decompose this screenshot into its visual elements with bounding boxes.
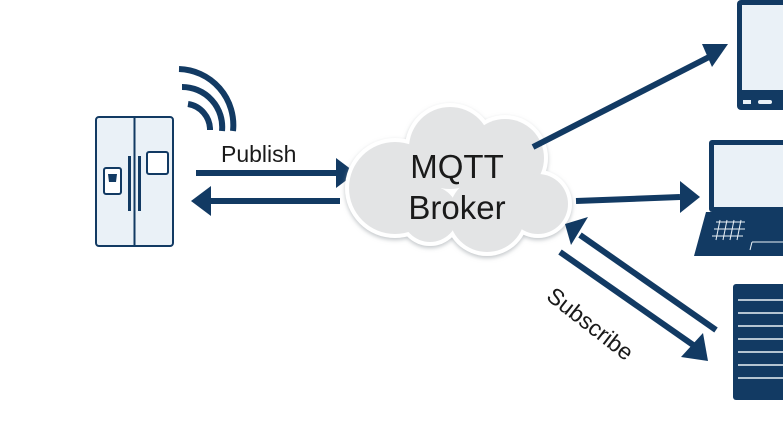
tablet-arrow (531, 44, 728, 150)
laptop-icon (694, 140, 783, 256)
tablet-icon (737, 0, 783, 110)
publish-arrow (196, 158, 356, 188)
cloud-icon (345, 103, 572, 256)
refrigerator-icon (95, 116, 174, 247)
subscribe-request-arrow (565, 217, 718, 333)
return-arrow (191, 186, 340, 216)
server-icon (733, 284, 783, 400)
laptop-arrow (575, 181, 700, 213)
broker-title-line2: Broker (408, 189, 506, 226)
wifi-signal-icon (178, 66, 237, 132)
subscribe-delivery-arrow (558, 249, 708, 361)
publish-label: Publish (221, 141, 297, 167)
broker-title-line1: MQTT (410, 148, 504, 185)
